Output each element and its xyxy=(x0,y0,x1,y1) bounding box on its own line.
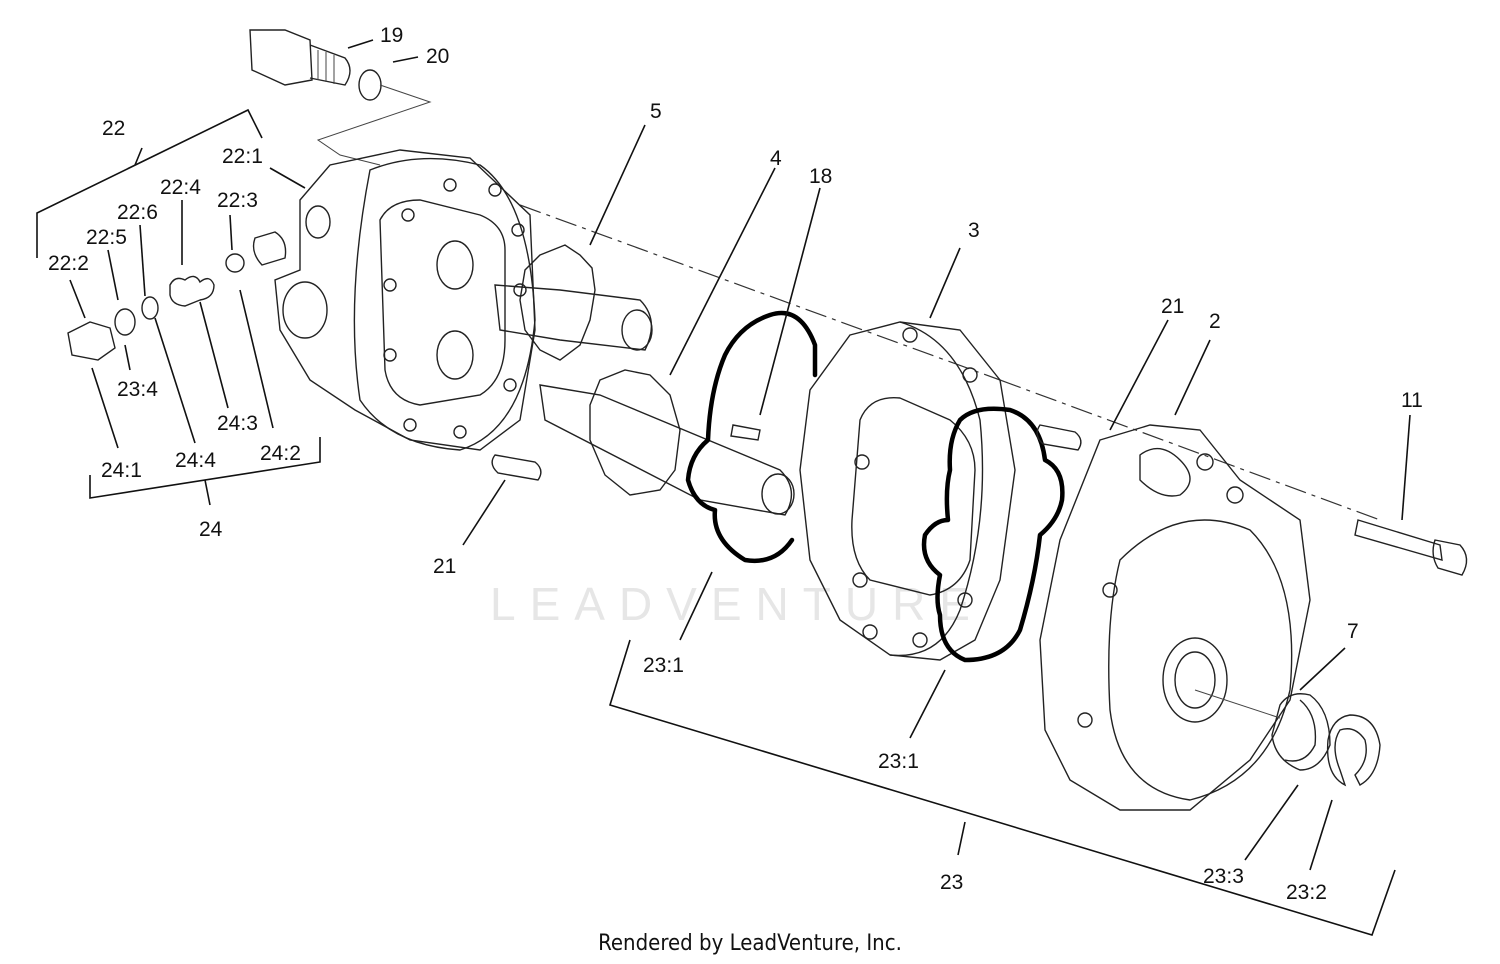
bolt-11 xyxy=(1354,519,1468,576)
footer-credit: Rendered by LeadVenture, Inc. xyxy=(598,931,902,956)
gear-5 xyxy=(494,244,653,361)
callout-7: 7 xyxy=(1347,620,1359,643)
callout-11: 11 xyxy=(1401,389,1423,412)
callout-22-5: 22:5 xyxy=(86,226,127,249)
seal-reference-line xyxy=(1194,689,1281,719)
callout-24-2: 24:2 xyxy=(260,442,301,465)
callout-5: 5 xyxy=(650,100,662,123)
callout-22: 22 xyxy=(102,117,125,140)
dowel-21-right xyxy=(1036,424,1082,451)
callout-22-4: 22:4 xyxy=(160,176,201,199)
callout-23-1-left: 23:1 xyxy=(643,654,684,677)
callout-22-6: 22:6 xyxy=(117,201,158,224)
axis-lines xyxy=(519,204,1381,521)
callout-23-4: 23:4 xyxy=(117,378,158,401)
seal-7 xyxy=(1271,693,1331,771)
callout-22-3: 22:3 xyxy=(217,189,258,212)
bracket-22 xyxy=(36,108,263,258)
callout-19: 19 xyxy=(380,24,403,47)
fitting-19 xyxy=(249,29,351,86)
relief-valve-parts xyxy=(67,231,287,361)
center-plate-3 xyxy=(799,321,1016,661)
callout-23-2: 23:2 xyxy=(1286,881,1327,904)
callout-21-lower: 21 xyxy=(433,555,456,578)
seal-ring-23-1-right xyxy=(921,406,1065,663)
callout-23: 23 xyxy=(940,871,963,894)
callout-22-2: 22:2 xyxy=(48,252,89,275)
callout-3: 3 xyxy=(968,219,980,242)
reference-line-20 xyxy=(316,84,432,166)
callout-24-1: 24:1 xyxy=(101,459,142,482)
front-body xyxy=(274,149,536,451)
callout-18: 18 xyxy=(809,165,832,188)
bracket-24 xyxy=(89,437,321,506)
callout-23-1-right: 23:1 xyxy=(878,750,919,773)
callout-22-1: 22:1 xyxy=(222,145,263,168)
seal-ring-23-1-left xyxy=(685,310,818,564)
callout-20: 20 xyxy=(426,45,449,68)
oring-20 xyxy=(358,69,382,101)
callout-24: 24 xyxy=(199,518,223,541)
bracket-23 xyxy=(608,639,1396,936)
callout-24-3: 24:3 xyxy=(217,412,258,435)
rear-body-2 xyxy=(1039,424,1311,811)
leader-lines xyxy=(69,39,1411,871)
dowel-21-left xyxy=(491,454,542,481)
watermark-text: LEADVENTURE xyxy=(490,578,984,630)
gear-4 xyxy=(539,369,795,516)
retaining-ring-23-2 xyxy=(1326,714,1381,787)
callout-23-3: 23:3 xyxy=(1203,865,1244,888)
callout-4: 4 xyxy=(770,147,782,170)
callout-2: 2 xyxy=(1209,310,1221,333)
callout-24-4: 24:4 xyxy=(175,449,216,472)
callout-21-upper: 21 xyxy=(1161,295,1184,318)
callout-labels: 19 20 22 22:1 22:4 22:3 22:6 22:5 22:2 5… xyxy=(48,24,1423,904)
